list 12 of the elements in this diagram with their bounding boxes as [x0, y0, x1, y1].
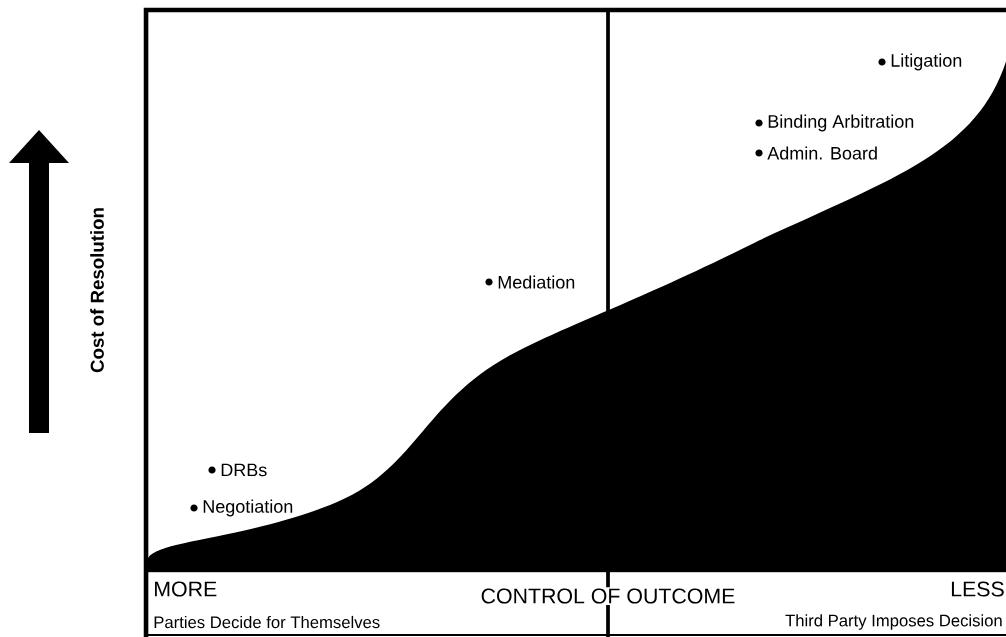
axis-label: CONTROL OF OUTCOME [479, 587, 737, 605]
axis-label: Cost of Resolution [90, 208, 104, 373]
scale-note: Third Party Imposes Decision [785, 614, 1002, 630]
bullet-label: Negotiation [190, 499, 293, 517]
bullet-label: Binding Arbitration [755, 114, 914, 132]
scale-note: Parties Decide for Themselves [154, 615, 380, 629]
bullet-label: Mediation [485, 275, 575, 289]
bullet-label: Litigation [878, 53, 962, 71]
bullet-label: DRBs [208, 463, 267, 477]
scale-label: MORE [155, 581, 217, 597]
scale-label: LESS [951, 581, 1004, 597]
bullet-label: Admin. Board [755, 146, 877, 160]
